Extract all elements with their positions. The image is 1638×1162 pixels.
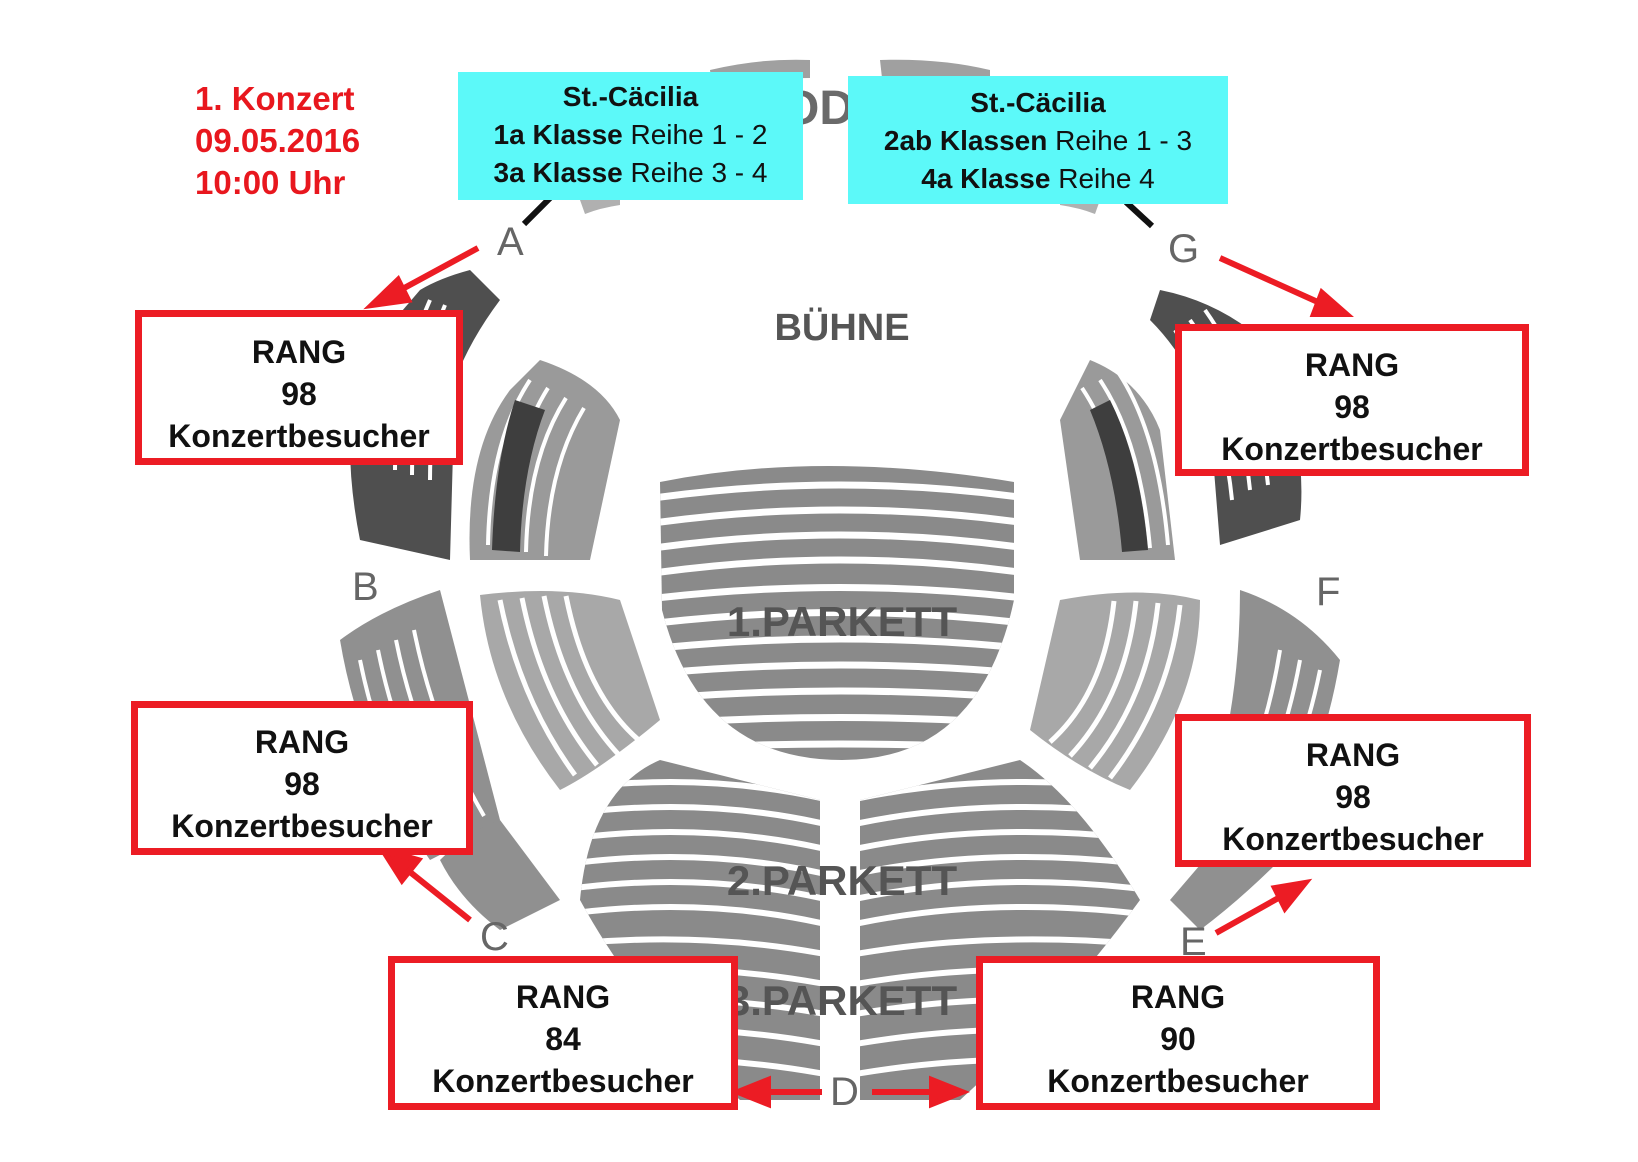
- arrow-d: [729, 1075, 971, 1109]
- rang-box-g: RANG 98 Konzertbesucher: [1175, 324, 1529, 476]
- section-letter-g: G: [1168, 227, 1199, 271]
- rang-box-b: RANG 98 Konzertbesucher: [131, 701, 473, 855]
- school-left-name: St.-Cäcilia: [562, 81, 699, 112]
- section-letter-f: F: [1316, 570, 1340, 614]
- rang-a-unit: Konzertbesucher: [168, 418, 430, 454]
- rang-g-count: 98: [1334, 389, 1370, 425]
- arrow-e: [1214, 878, 1313, 936]
- rang-c-label: RANG: [515, 979, 611, 1015]
- section-letter-c: C: [480, 915, 509, 959]
- connector-lines: [521, 193, 1155, 229]
- rang-box-f: RANG 98 Konzertbesucher: [1175, 714, 1531, 867]
- section-letter-a: A: [497, 220, 524, 264]
- school-right-line1-rows: Reihe 1 - 3: [1055, 125, 1193, 156]
- rang-box-c: RANG 84 Konzertbesucher: [388, 956, 738, 1110]
- rang-e-label: RANG: [1130, 979, 1226, 1015]
- arrow-g: [1218, 255, 1354, 317]
- school-left-line2-class: 3a Klasse: [493, 157, 623, 188]
- rang-box-a: RANG 98 Konzertbesucher: [135, 310, 463, 465]
- rang-b-unit: Konzertbesucher: [171, 808, 433, 844]
- school-left-line1-class: 1a Klasse: [493, 119, 623, 150]
- rang-g-label: RANG: [1304, 347, 1400, 383]
- concert-title: 1. Konzert: [195, 80, 355, 117]
- rang-e-unit: Konzertbesucher: [1047, 1063, 1309, 1099]
- rang-box-e: RANG 90 Konzertbesucher: [976, 956, 1380, 1110]
- section-letter-d: D: [830, 1070, 859, 1114]
- rang-f-label: RANG: [1305, 737, 1401, 773]
- school-right-line2-class: 4a Klasse: [921, 163, 1051, 194]
- parkett-3-label: 3.PARKETT: [727, 977, 958, 1024]
- rang-g-unit: Konzertbesucher: [1221, 431, 1483, 467]
- rang-c-count: 84: [545, 1021, 581, 1057]
- arrow-a: [363, 245, 480, 310]
- rang-f-unit: Konzertbesucher: [1222, 821, 1484, 857]
- parkett-2-label: 2.PARKETT: [727, 857, 958, 904]
- arrow-c: [376, 844, 472, 923]
- section-letter-b: B: [352, 565, 379, 609]
- school-left-line1-rows: Reihe 1 - 2: [630, 119, 768, 150]
- school-box-right: St.-Cäcilia 2ab Klassen Reihe 1 - 3 4a K…: [848, 76, 1228, 204]
- parkett-1-seating: [660, 466, 1014, 760]
- rang-block-g-inner: [1060, 360, 1175, 560]
- rang-block-a-inner: [469, 360, 620, 560]
- rang-a-count: 98: [281, 376, 317, 412]
- rang-b-count: 98: [284, 766, 320, 802]
- parkett-1-label: 1.PARKETT: [727, 598, 958, 645]
- rang-b-label: RANG: [254, 724, 350, 760]
- rang-c-unit: Konzertbesucher: [432, 1063, 694, 1099]
- rang-f-count: 98: [1335, 779, 1371, 815]
- concert-date: 09.05.2016: [195, 122, 361, 159]
- rang-a-label: RANG: [251, 334, 347, 370]
- school-right-name: St.-Cäcilia: [970, 87, 1106, 118]
- school-box-left: St.-Cäcilia 1a Klasse Reihe 1 - 2 3a Kla…: [458, 72, 803, 200]
- rang-e-count: 90: [1160, 1021, 1196, 1057]
- school-right-line1-class: 2ab Klassen: [883, 125, 1048, 156]
- concert-info: 1. Konzert 09.05.2016 10:00 Uhr: [195, 78, 360, 204]
- direction-arrows: [363, 245, 1354, 1109]
- school-right-line2-rows: Reihe 4: [1058, 163, 1155, 194]
- school-left-line2-rows: Reihe 3 - 4: [630, 157, 768, 188]
- concert-time: 10:00 Uhr: [195, 164, 346, 201]
- stage-label: BÜHNE: [774, 306, 909, 349]
